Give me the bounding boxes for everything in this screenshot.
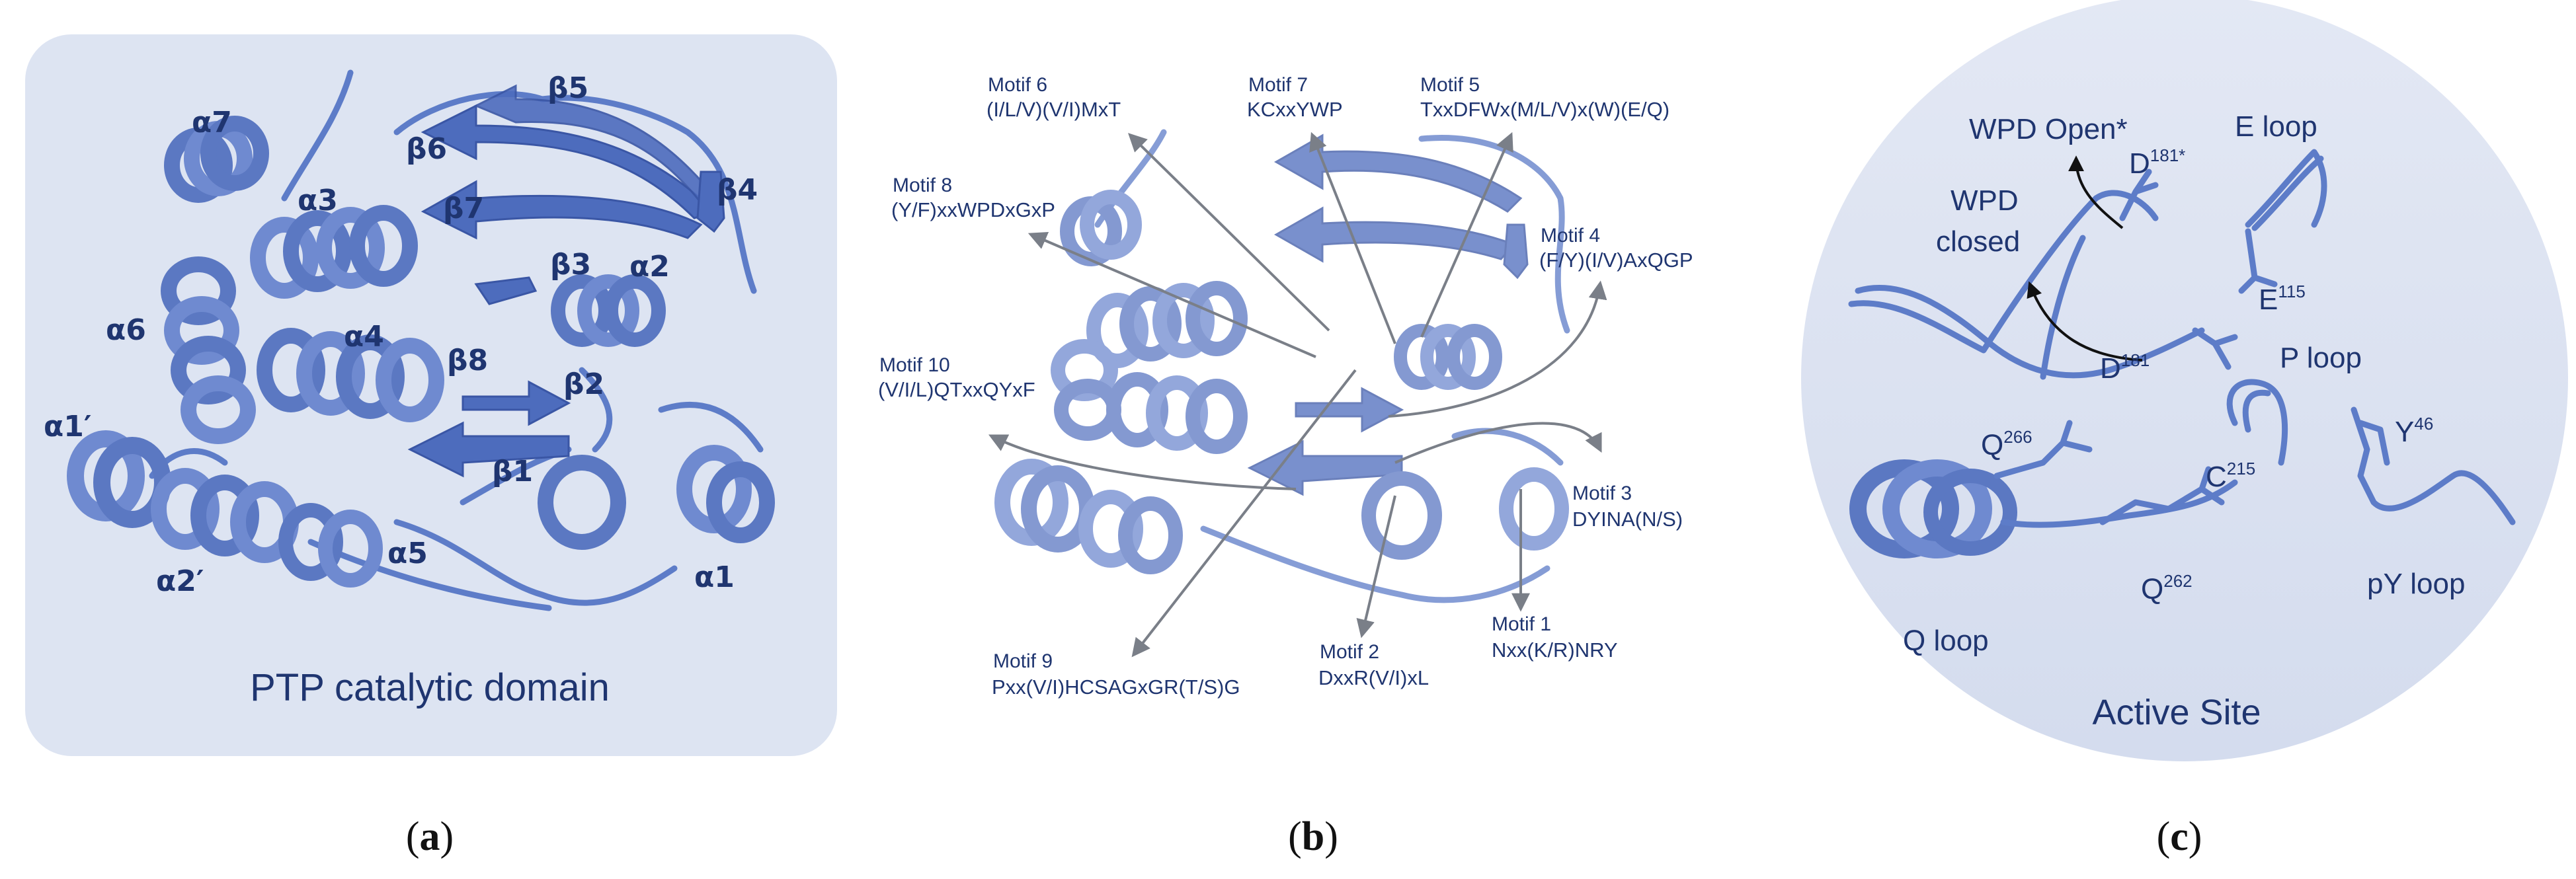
motif4-title: Motif 4 [1541,225,1600,247]
panel-c-caption: Active Site [2092,693,2261,732]
label-beta7: β7 [443,192,484,225]
motif8-sequence: (Y/F)xxWPDxGxP [891,198,1055,221]
label-py-loop: pY loop [2367,568,2465,600]
motif2-sequence: DxxR(V/I)xL [1318,666,1429,689]
sublabel-a: (a) [406,814,454,859]
motif8-title: Motif 8 [893,174,952,196]
label-beta4: β4 [717,173,758,207]
label-alpha1-prime: α1′ [44,410,91,443]
label-beta8: β8 [447,344,488,377]
motif7-title: Motif 7 [1248,74,1308,96]
motif10-title: Motif 10 [879,354,950,376]
label-wpd-closed-line2: closed [1936,225,2020,258]
panel-b: Motif 6 (I/L/V)(V/I)MxT Motif 7 KCxxYWP … [878,74,1693,699]
motif9-sequence: Pxx(V/I)HCSAGxGR(T/S)G [992,675,1240,699]
panel-a-caption: PTP catalytic domain [250,666,610,709]
motif9-title: Motif 9 [993,650,1053,672]
arrow-motif3 [1395,424,1600,463]
label-alpha6: α6 [106,313,146,347]
label-alpha3: α3 [298,184,338,217]
motif6-title: Motif 6 [988,74,1047,96]
motif6-sequence: (I/L/V)(V/I)MxT [986,98,1121,121]
motif1-title: Motif 1 [1492,613,1551,635]
label-wpd-open: WPD Open* [1969,113,2128,145]
label-beta6: β6 [406,132,447,166]
label-alpha2-prime: α2′ [156,564,204,598]
motif3-title: Motif 3 [1572,482,1632,504]
sublabel-b: (b) [1288,814,1338,859]
sublabel-c: (c) [2157,814,2202,859]
panel-a: α7 β5 β6 β4 α3 β7 β3 α2 α6 α4 β8 β2 α1′ … [25,34,837,756]
label-alpha2: α2 [629,250,670,284]
motif10-sequence: (V/I/L)QTxxQYxF [878,378,1035,401]
motif1-sequence: Nxx(K/R)NRY [1492,638,1618,662]
motif2-title: Motif 2 [1320,641,1379,663]
label-alpha5: α5 [387,537,428,570]
label-alpha7: α7 [192,106,232,139]
motif5-sequence: TxxDFWx(M/L/V)x(W)(E/Q) [1420,98,1670,121]
motif7-sequence: KCxxYWP [1247,98,1343,121]
panel-c: WPD Open* E loop D181* WPD closed E115 P… [1801,0,2568,761]
label-beta2: β2 [563,367,604,401]
label-p-loop: P loop [2280,342,2362,374]
label-beta3: β3 [550,248,591,282]
label-wpd-closed-line1: WPD [1951,184,2019,217]
motif5-title: Motif 5 [1420,74,1480,96]
label-e-loop: E loop [2235,110,2317,143]
label-beta5: β5 [547,71,588,105]
motif3-sequence: DYINA(N/S) [1572,508,1683,531]
label-beta1: β1 [492,455,533,488]
label-q-loop: Q loop [1903,625,1989,657]
label-alpha1: α1 [694,560,735,594]
label-alpha4: α4 [344,320,384,354]
motif4-sequence: (F/Y)(I/V)AxQGP [1539,248,1693,272]
